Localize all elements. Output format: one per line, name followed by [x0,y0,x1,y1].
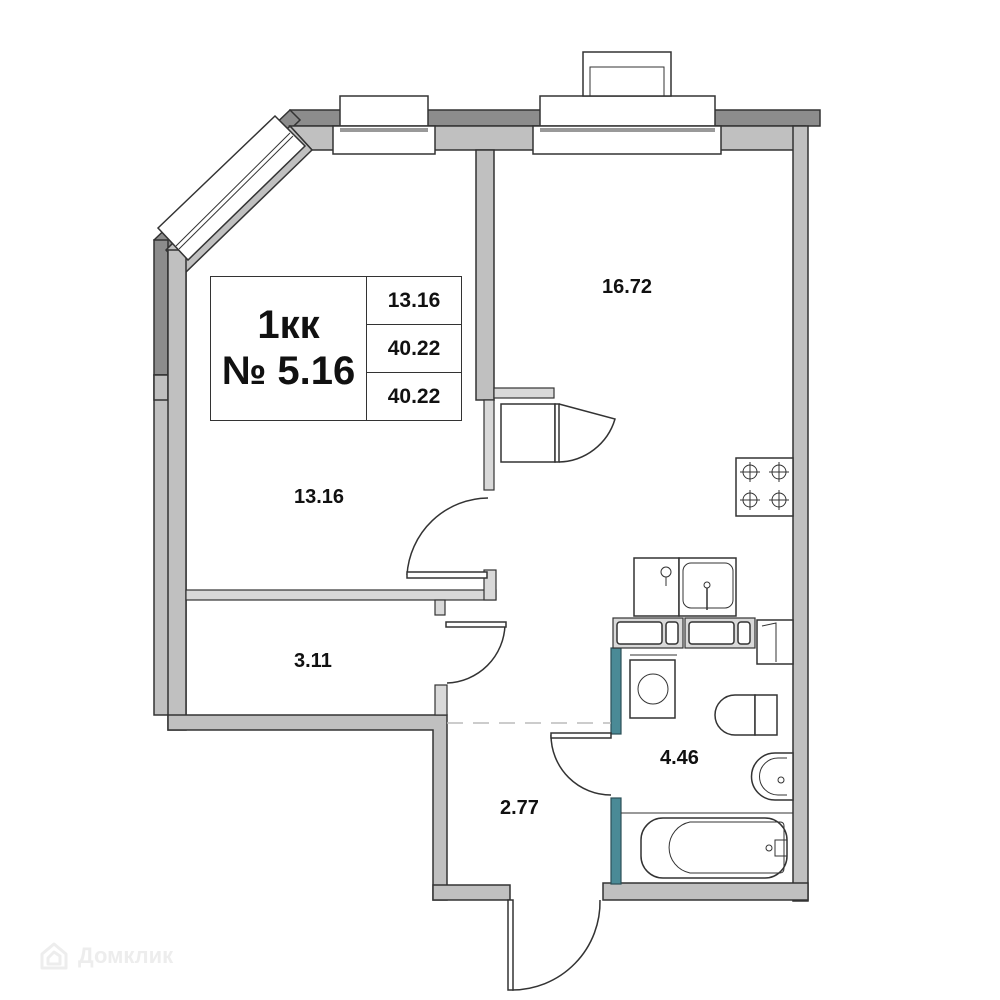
total-area: 40.22 [367,325,461,373]
room-area-bathroom: 4.46 [660,747,699,769]
room-area-bedroom: 13.16 [294,486,345,508]
room-area-storage: 3.11 [294,650,332,672]
window-diagonal [156,114,307,262]
bathtub [621,812,793,879]
fridge [500,403,616,463]
apartment-info-box: 1кк № 5.16 13.16 40.22 40.22 [210,276,462,421]
apartment-number: № 5.16 [221,348,356,393]
window-top-left [332,95,436,155]
watermark-logo: Домклик [38,940,173,972]
apartment-areas: 13.16 40.22 40.22 [367,277,461,420]
kitchen-counter [633,557,737,617]
bathroom-sink [750,752,794,801]
living-area: 13.16 [367,277,461,325]
vanity-row [612,617,794,665]
room-area-hallway: 2.77 [500,797,539,819]
apartment-id: 1кк № 5.16 [211,277,367,420]
structural-walls [153,124,809,902]
door-bedroom [406,497,489,579]
apartment-type: 1кк [257,302,320,347]
stove [735,457,794,517]
room-area-kitchen-living: 16.72 [602,276,653,298]
toilet [714,694,778,736]
washing-machine [629,654,677,719]
door-bathroom [550,732,612,796]
total-area-with-balcony: 40.22 [387,384,441,408]
window-top-right [532,51,722,155]
door-storage [445,621,507,684]
house-logo-icon [40,942,68,970]
door-entrance [507,899,601,991]
watermark-text: Домклик [78,943,174,968]
